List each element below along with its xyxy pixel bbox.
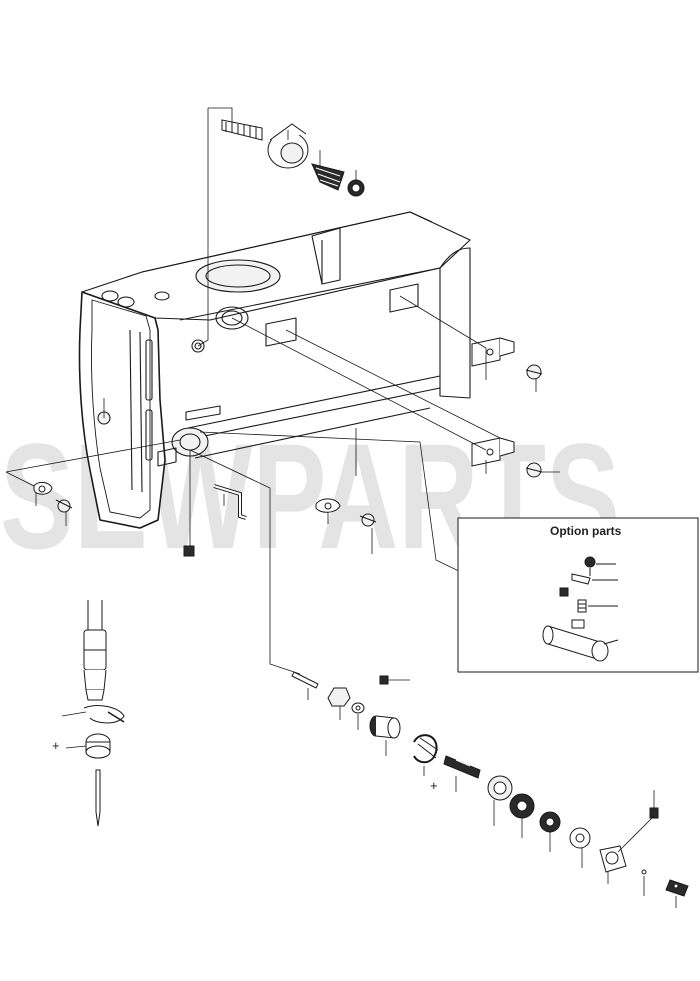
tension-nut — [347, 179, 365, 197]
plus-marker-spring: + — [430, 778, 438, 793]
leader-lines — [5, 107, 677, 908]
thread-guide-brackets — [471, 337, 543, 478]
option-parts-drawing — [542, 556, 619, 662]
option-parts-title: Option parts — [550, 524, 622, 538]
middle-thread-parts — [315, 498, 377, 527]
needle-bar-assembly — [83, 600, 125, 827]
stud-screw — [221, 119, 263, 141]
tension-spring — [311, 163, 345, 191]
option-parts-box: Option parts — [457, 517, 699, 673]
top-tension-assembly — [221, 119, 365, 197]
machine-arm-casting — [78, 211, 471, 529]
left-small-parts — [33, 481, 247, 557]
plus-marker-needle-clamp: + — [52, 738, 60, 753]
lower-tension-parts — [291, 671, 689, 897]
